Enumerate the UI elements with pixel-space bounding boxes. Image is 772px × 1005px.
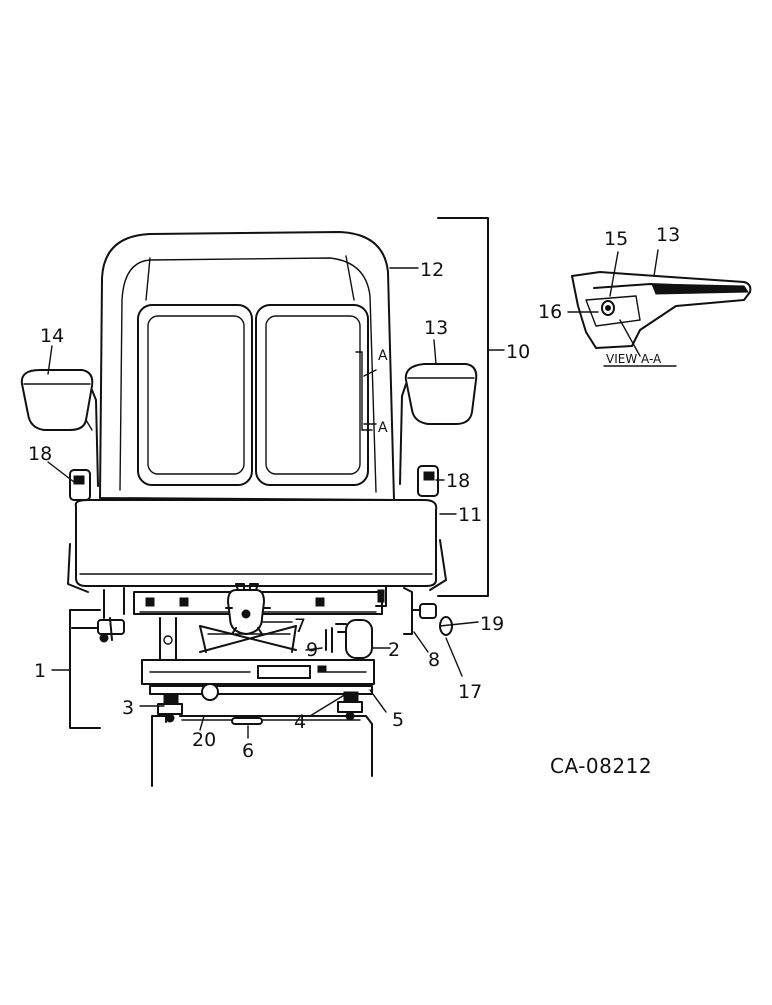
callout-2: 2 — [388, 639, 400, 661]
callout-18-right: 18 — [446, 470, 470, 492]
callout-1: 1 — [34, 660, 46, 682]
callout-13-inset: 13 — [656, 224, 680, 246]
callout-20: 20 — [192, 729, 216, 751]
figure-code: CA-08212 — [550, 754, 652, 778]
view-a-a-inset — [567, 249, 752, 367]
callout-labels: 1 2 3 4 5 6 7 8 9 10 11 12 13 14 18 18 1… — [28, 224, 680, 778]
callout-13: 13 — [424, 317, 448, 339]
view-caption: VIEW A-A — [606, 352, 662, 366]
callout-16: 16 — [538, 301, 562, 323]
section-mark-a-bottom: A — [378, 420, 388, 436]
leader-lines — [47, 217, 505, 739]
callout-15: 15 — [604, 228, 628, 250]
seat-cushion — [67, 499, 447, 593]
callout-18-left: 18 — [28, 443, 52, 465]
callout-3: 3 — [122, 697, 134, 719]
callout-4: 4 — [294, 711, 306, 733]
suspension-base — [71, 583, 453, 787]
callout-14: 14 — [40, 325, 64, 347]
seat-back — [99, 231, 395, 501]
callout-9: 9 — [306, 639, 318, 661]
callout-8: 8 — [428, 649, 440, 671]
right-armrest — [399, 363, 478, 485]
back-brackets — [69, 465, 439, 501]
callout-17: 17 — [458, 681, 482, 703]
callout-19: 19 — [480, 613, 504, 635]
callout-7: 7 — [294, 615, 306, 637]
callout-11: 11 — [458, 504, 482, 526]
callout-6: 6 — [242, 740, 254, 762]
callout-10: 10 — [506, 341, 530, 363]
left-armrest — [20, 369, 99, 487]
callout-12: 12 — [420, 259, 444, 281]
section-mark-a-top: A — [378, 348, 388, 364]
callout-5: 5 — [392, 709, 404, 731]
